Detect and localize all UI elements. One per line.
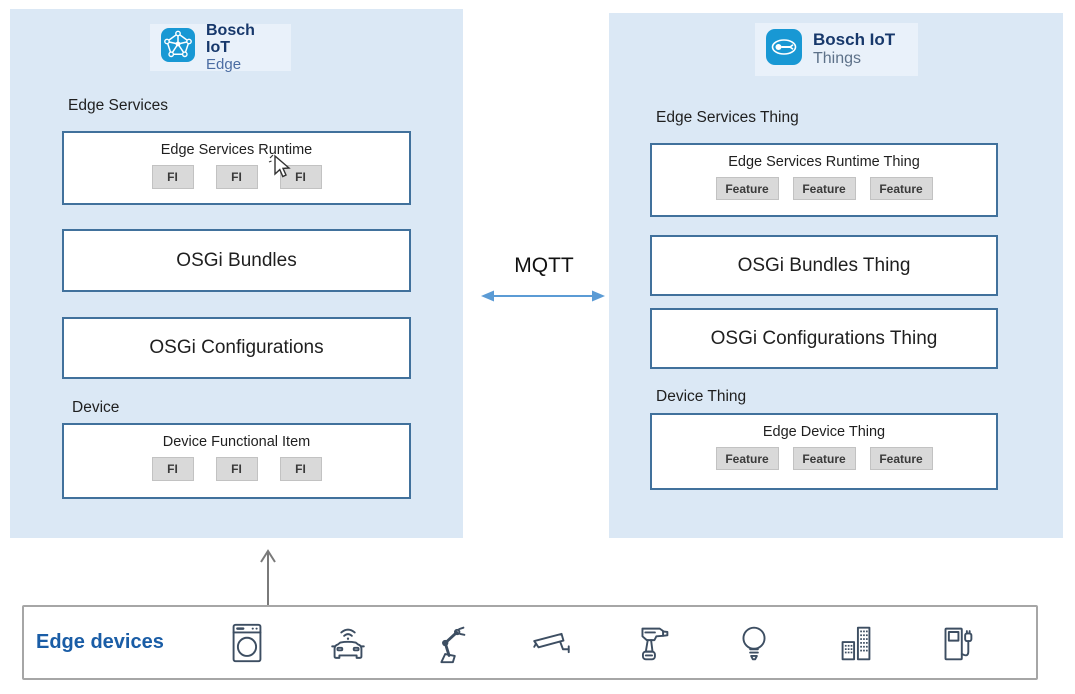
feature-chip-row: Feature Feature Feature (709, 447, 940, 470)
feature-chip: Feature (715, 177, 779, 200)
edge-device-thing-title: Edge Device Thing (762, 424, 886, 440)
edge-services-runtime-box: Edge Services Runtime FI FI FI (62, 131, 411, 205)
feature-chip: Feature (792, 177, 856, 200)
fi-chip-row: FI FI FI (141, 165, 333, 189)
device-functional-item-box: Device Functional Item FI FI FI (62, 423, 411, 499)
fi-chip: FI (151, 457, 194, 481)
fi-chip: FI (151, 165, 194, 189)
osgi-bundles-box: OSGi Bundles (62, 229, 411, 292)
bosch-iot-things-logo: Bosch IoT Things (755, 23, 918, 76)
charging-station-icon (934, 620, 980, 666)
osgi-configurations-box: OSGi Configurations (62, 317, 411, 379)
bosch-iot-things-panel: Bosch IoT Things Edge Services Thing Edg… (609, 13, 1063, 538)
edge-device-thing-box: Edge Device Thing Feature Feature Featur… (650, 413, 998, 490)
power-drill-icon (630, 620, 676, 666)
feature-chip: Feature (869, 447, 933, 470)
osgi-configurations-thing-label: OSGi Configurations Thing (710, 327, 938, 349)
bosch-iot-things-icon (765, 28, 803, 71)
edge-services-runtime-thing-title: Edge Services Runtime Thing (728, 154, 920, 170)
osgi-bundles-thing-box: OSGi Bundles Thing (650, 235, 998, 296)
device-functional-item-title: Device Functional Item (162, 434, 311, 450)
fi-chip: FI (279, 165, 322, 189)
osgi-bundles-thing-label: OSGi Bundles Thing (737, 254, 911, 276)
logo-subtitle: Edge (206, 55, 242, 73)
devices-to-edge-arrow (260, 549, 276, 605)
osgi-configurations-thing-box: OSGi Configurations Thing (650, 308, 998, 369)
osgi-configurations-label: OSGi Configurations (149, 337, 324, 358)
bosch-iot-edge-icon (160, 27, 196, 68)
office-buildings-icon (833, 620, 879, 666)
fi-chip-row: FI FI FI (141, 457, 333, 481)
fi-chip: FI (279, 457, 322, 481)
device-icon-row (196, 620, 1036, 666)
fi-chip: FI (215, 165, 258, 189)
edge-services-runtime-thing-box: Edge Services Runtime Thing Feature Feat… (650, 143, 998, 217)
feature-chip: Feature (715, 447, 779, 470)
light-bulb-icon (731, 620, 777, 666)
surveillance-camera-icon (528, 620, 574, 666)
feature-chip: Feature (869, 177, 933, 200)
feature-chip-row: Feature Feature Feature (709, 177, 940, 200)
logo-subtitle: Things (813, 50, 862, 68)
edge-services-thing-label: Edge Services Thing (656, 109, 799, 126)
bosch-iot-edge-panel: Bosch IoT Edge Edge Services Edge Servic… (10, 9, 463, 538)
mqtt-label: MQTT (514, 254, 574, 277)
bosch-iot-edge-logo: Bosch IoT Edge (150, 21, 291, 73)
mouse-cursor-icon (268, 154, 291, 178)
edge-devices-label: Edge devices (36, 631, 164, 653)
feature-chip: Feature (792, 447, 856, 470)
logo-title: Bosch IoT (813, 30, 896, 50)
edge-services-label: Edge Services (68, 97, 168, 114)
logo-title: Bosch IoT (206, 21, 255, 57)
edge-devices-bar: Edge devices (22, 605, 1038, 680)
mqtt-bidirectional-arrow (481, 290, 605, 302)
edge-services-runtime-title: Edge Services Runtime (160, 142, 313, 158)
connected-car-icon (325, 620, 371, 666)
robot-arm-icon (427, 620, 473, 666)
device-label: Device (72, 399, 120, 416)
osgi-bundles-label: OSGi Bundles (176, 249, 297, 271)
fi-chip: FI (215, 457, 258, 481)
device-thing-label: Device Thing (656, 388, 747, 405)
washing-machine-icon (224, 620, 270, 666)
